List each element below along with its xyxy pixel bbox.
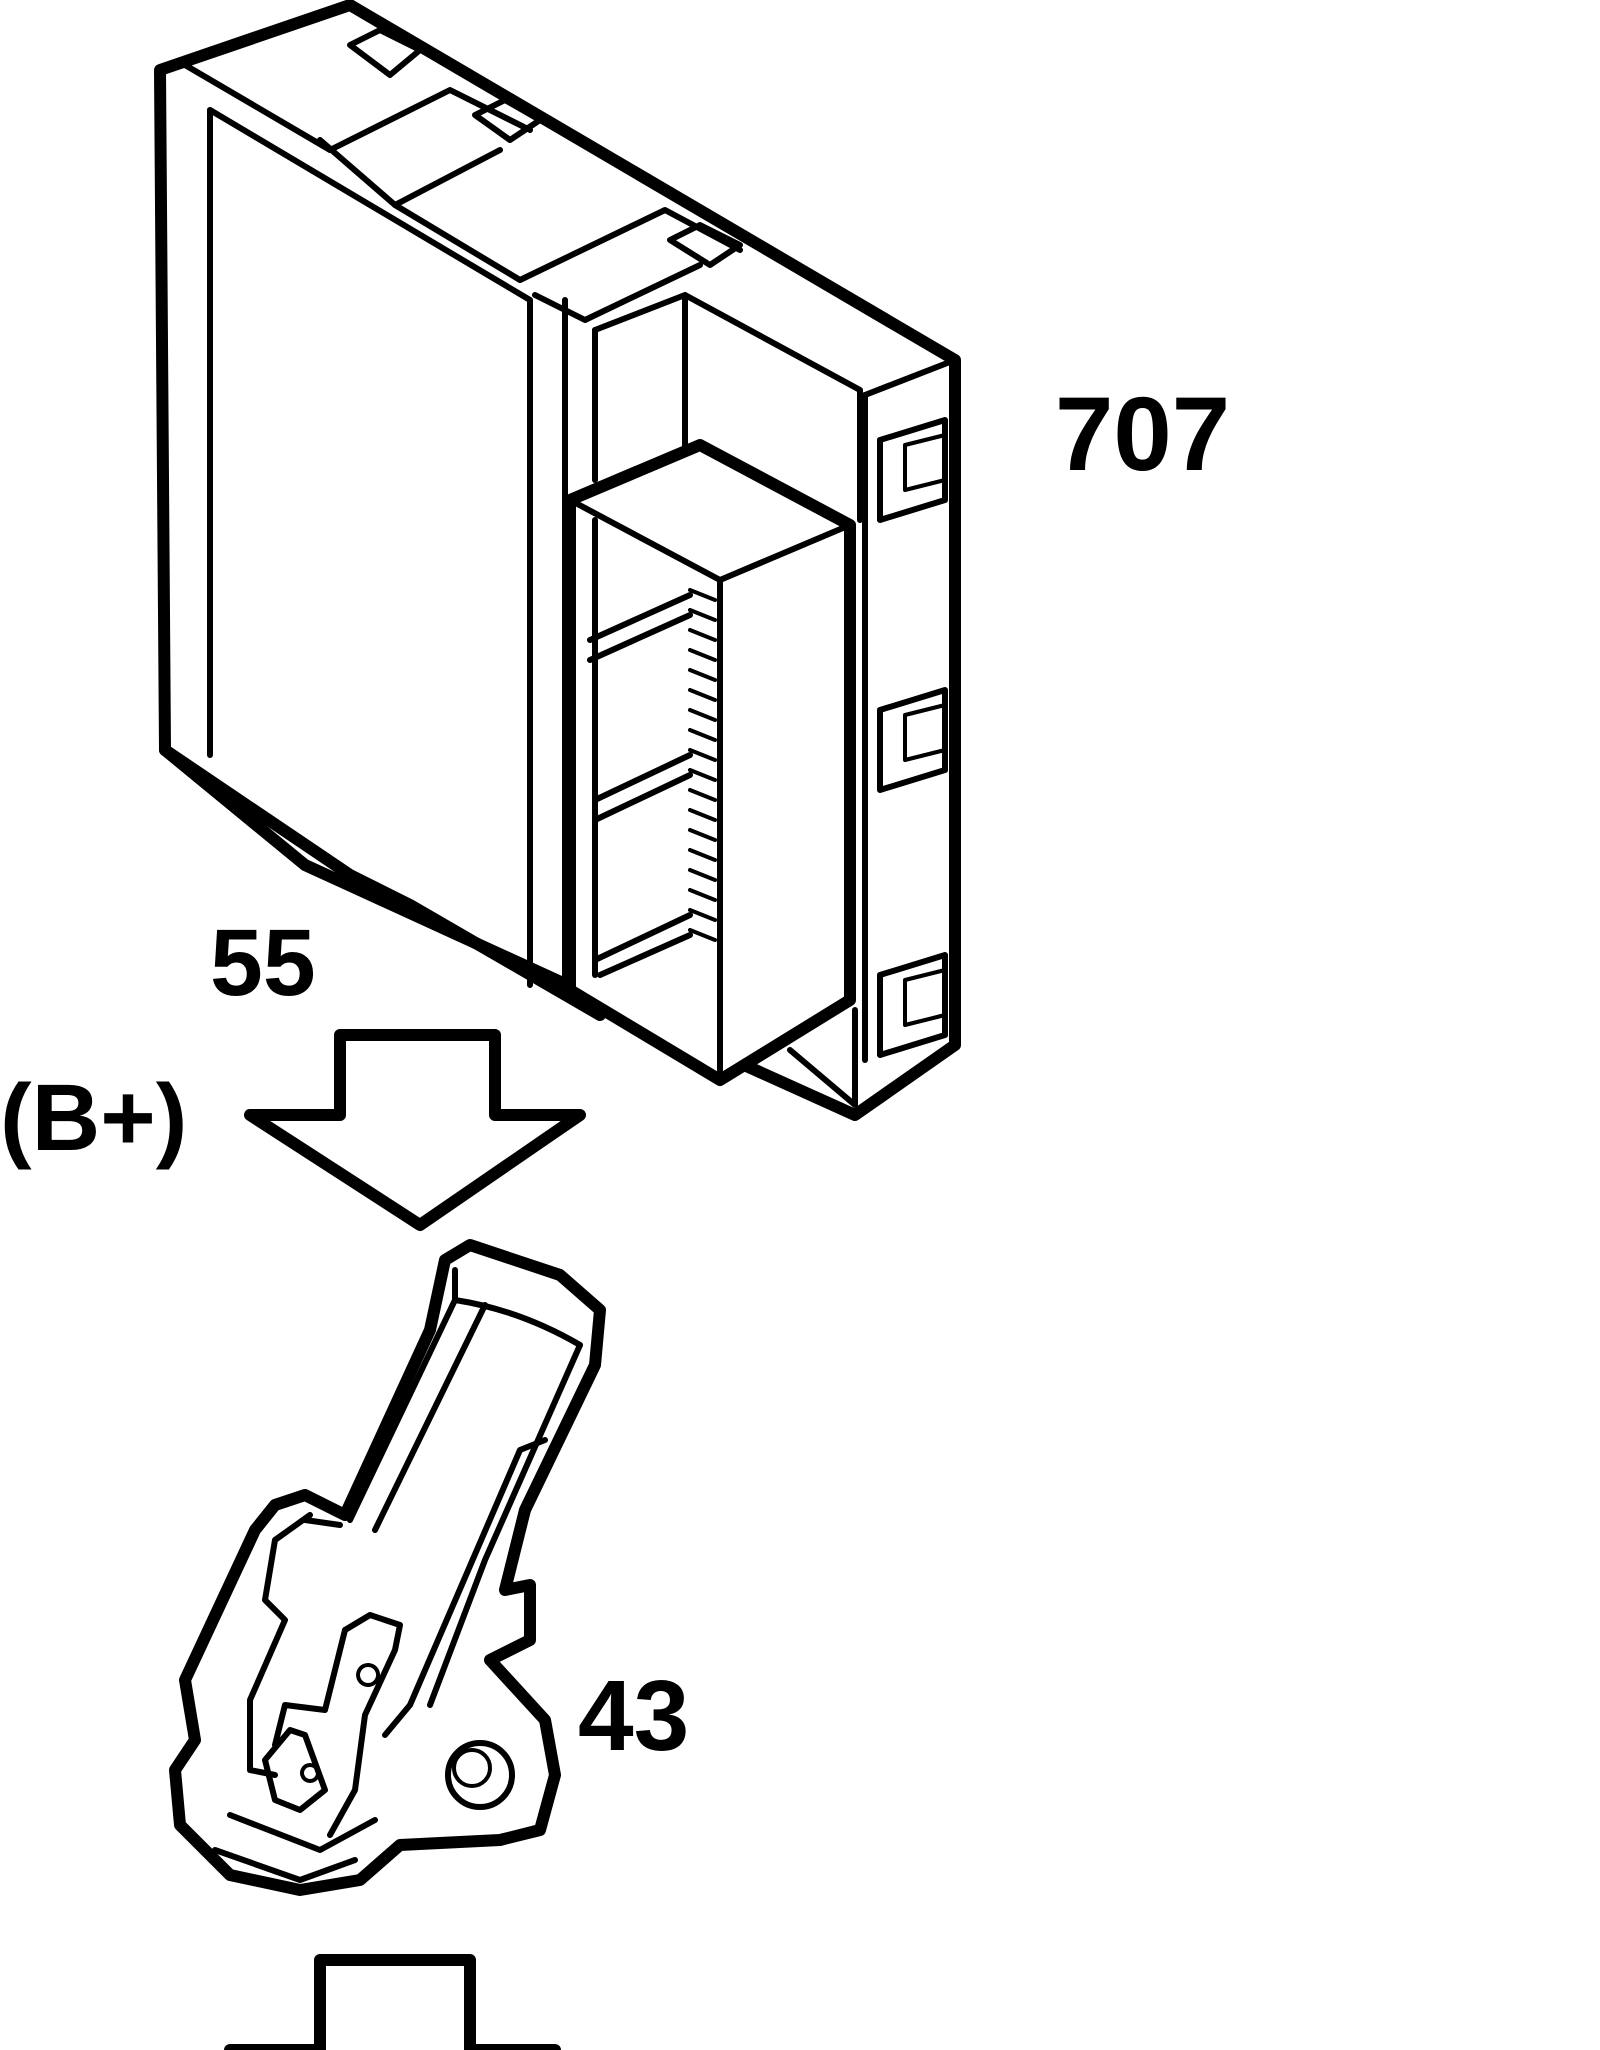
down-arrow xyxy=(244,1029,586,1231)
sensor-drawing xyxy=(169,1239,606,1896)
label-control-module: 707 xyxy=(1055,376,1230,493)
control-module-drawing xyxy=(154,0,961,1121)
label-supply: (B+) xyxy=(0,1065,187,1171)
label-signal-top: 55 xyxy=(210,910,316,1016)
label-sensor: 43 xyxy=(578,1660,689,1772)
down-arrow xyxy=(314,1954,476,2050)
